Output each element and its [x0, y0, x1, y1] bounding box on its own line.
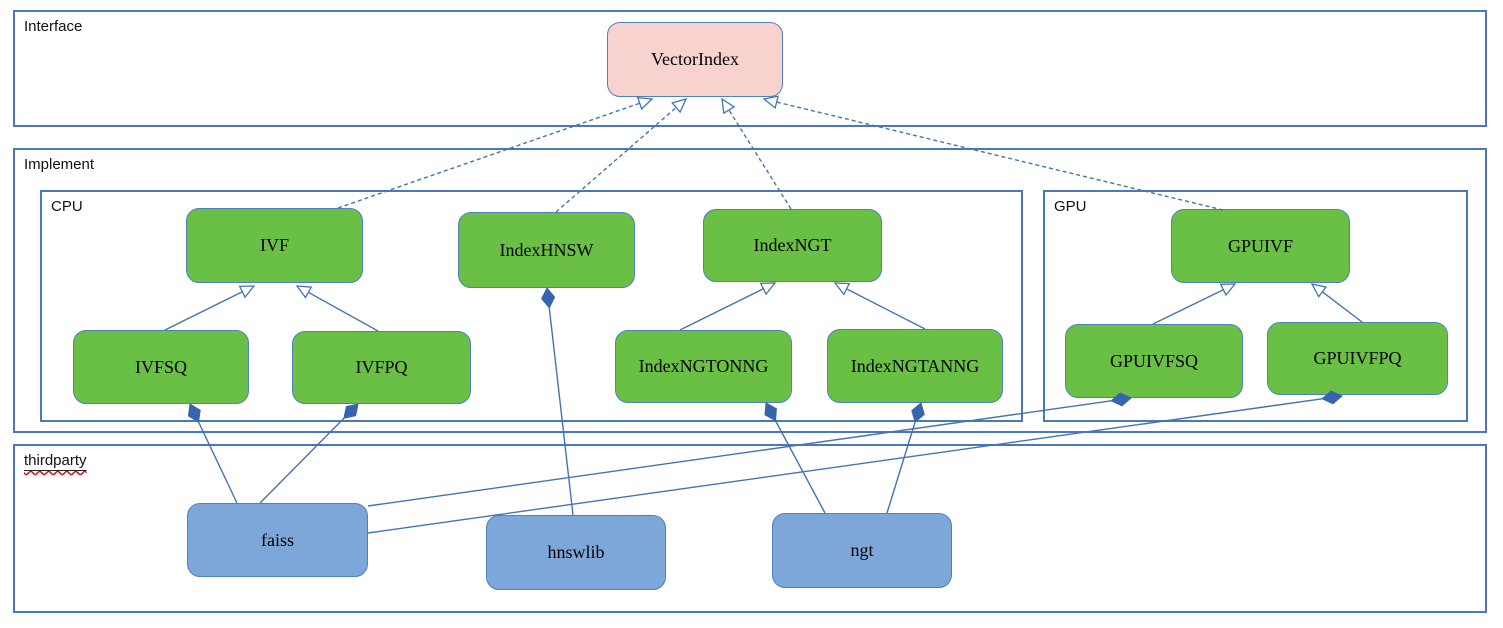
- container-label-interface: Interface: [24, 18, 83, 35]
- node-label-indexngtanng: IndexNGTANNG: [850, 355, 980, 376]
- node-label-indexngt: IndexNGT: [753, 235, 832, 255]
- node-label-gpuivfpq: GPUIVFPQ: [1313, 348, 1402, 368]
- node-indexngtanng: IndexNGTANNG: [827, 329, 1003, 403]
- node-indexngtonng: IndexNGTONNG: [615, 330, 792, 403]
- node-label-gpuivf: GPUIVF: [1227, 235, 1293, 256]
- node-ivfpq: IVFPQ: [292, 331, 471, 404]
- node-label-vectorindex: VectorIndex: [651, 49, 739, 69]
- node-gpuivfpq: GPUIVFPQ: [1267, 322, 1448, 395]
- node-hnswlib: hnswlib: [486, 515, 666, 590]
- node-ivf: IVF: [186, 208, 363, 283]
- container-label-gpu: GPU: [1054, 198, 1087, 215]
- node-vectorindex: VectorIndex: [607, 22, 783, 97]
- node-label-ngt: ngt: [850, 540, 874, 560]
- node-label-indexhnsw: IndexHNSW: [499, 239, 594, 260]
- node-label-faiss: faiss: [261, 529, 294, 550]
- node-faiss: faiss: [187, 503, 368, 577]
- node-indexhnsw: IndexHNSW: [458, 212, 635, 288]
- container-label-cpu: CPU: [51, 198, 83, 215]
- node-label-gpuivfsq: GPUIVFSQ: [1109, 350, 1199, 371]
- node-label-hnswlib: hnswlib: [547, 542, 605, 562]
- node-label-indexngtonng: IndexNGTONNG: [638, 356, 769, 376]
- node-indexngt: IndexNGT: [703, 209, 882, 282]
- node-label-ivfsq: IVFSQ: [134, 356, 187, 377]
- node-label-ivf: IVF: [259, 235, 289, 255]
- container-label-thirdparty: thirdparty: [24, 452, 87, 469]
- container-label-implement: Implement: [24, 156, 95, 173]
- node-gpuivfsq: GPUIVFSQ: [1065, 324, 1243, 398]
- node-ivfsq: IVFSQ: [73, 330, 249, 404]
- node-gpuivf: GPUIVF: [1171, 209, 1350, 283]
- node-label-ivfpq: IVFPQ: [355, 357, 408, 377]
- node-ngt: ngt: [772, 513, 952, 588]
